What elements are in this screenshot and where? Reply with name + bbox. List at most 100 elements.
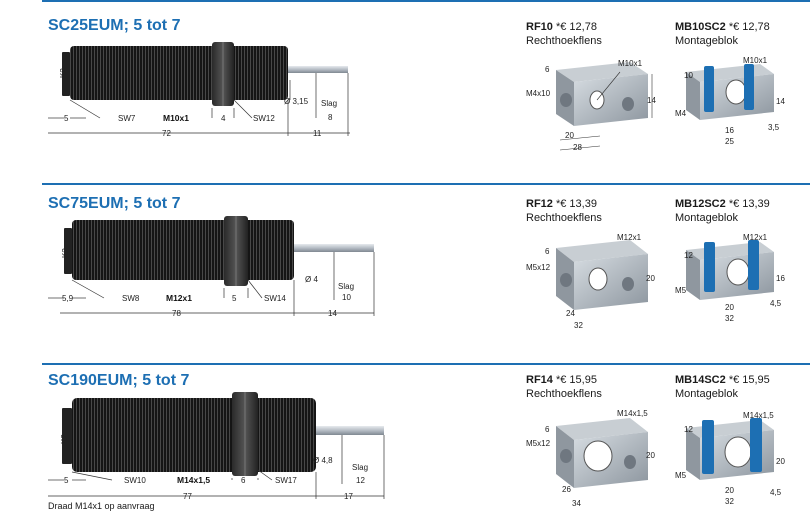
- flange-code: RF14 *€ 15,95: [526, 374, 597, 386]
- dim-total: 77: [183, 492, 192, 501]
- dim-slag-label: Slag: [352, 463, 368, 472]
- flange-w2: 28: [573, 143, 582, 152]
- flange-top: 6: [545, 247, 550, 256]
- block-w3: 4,5: [770, 488, 782, 497]
- dim-slag-label: Slag: [321, 99, 337, 108]
- flange-hole: M5x12: [526, 263, 551, 272]
- block-name: Montageblok: [675, 212, 738, 224]
- flange-w2: 32: [574, 321, 583, 330]
- section-divider: [42, 183, 810, 185]
- flange-rf10: [556, 62, 648, 126]
- block-w3: 4,5: [770, 299, 782, 308]
- dim-total: 72: [162, 129, 171, 138]
- flange-rf12: [556, 240, 648, 310]
- dim-d5: 5: [64, 114, 69, 123]
- block-code: MB12SC2 *€ 13,39: [675, 198, 770, 210]
- block-name: Montageblok: [675, 35, 738, 47]
- dim-diameter: Ø 4: [305, 275, 318, 284]
- flange-code: RF12 *€ 13,39: [526, 198, 597, 210]
- dim-diameter: Ø 4,8: [313, 456, 333, 465]
- block-left: 12: [684, 251, 693, 260]
- block-thread: M14x1,5: [743, 411, 774, 420]
- block-w1: 16: [725, 126, 734, 135]
- flange-name: Rechthoekflens: [526, 35, 602, 47]
- block-thread: M10x1: [743, 56, 768, 65]
- block-mb10sc2: [686, 64, 774, 120]
- flange-w2: 34: [572, 499, 581, 508]
- dim-nut: 4: [221, 114, 226, 123]
- section-divider: [42, 363, 810, 365]
- flange-height: 20: [646, 451, 655, 460]
- dim-rod-end: 11: [313, 129, 322, 138]
- section-title: SC75EUM; 5 tot 7: [48, 195, 181, 212]
- flange-height: 20: [646, 274, 655, 283]
- block-w2: 32: [725, 497, 734, 506]
- dim-slag-label: Slag: [338, 282, 354, 291]
- dim-total: 78: [172, 309, 181, 318]
- block-code: MB14SC2 *€ 15,95: [675, 374, 770, 386]
- block-mb14sc2: [686, 418, 774, 480]
- footnote: Draad M14x1 op aanvraag: [48, 501, 155, 511]
- flange-thread: M12x1: [617, 233, 642, 242]
- block-w1: 20: [725, 303, 734, 312]
- dim-diameter: Ø 3,15: [284, 97, 309, 106]
- shock-absorber-sc25: K2: [59, 42, 348, 106]
- block-thread: M12x1: [743, 233, 768, 242]
- dim-slag: 8: [328, 113, 333, 122]
- block-w3: 3,5: [768, 123, 780, 132]
- flange-w1: 26: [562, 485, 571, 494]
- block-w2: 25: [725, 137, 734, 146]
- block-height: 16: [776, 274, 785, 283]
- svg-text:K2: K2: [59, 68, 68, 78]
- flange-top: 6: [545, 425, 550, 434]
- dim-slag: 12: [356, 476, 365, 485]
- block-code: MB10SC2 *€ 12,78: [675, 21, 770, 33]
- flange-code: RF10 *€ 12,78: [526, 21, 597, 33]
- block-hole: M4: [675, 109, 687, 118]
- shock-absorber-sc75: K2: [61, 216, 374, 286]
- flange-hole: M4x10: [526, 89, 551, 98]
- block-height: 14: [776, 97, 785, 106]
- svg-text:K2: K2: [60, 434, 69, 444]
- section-divider: [42, 0, 810, 2]
- dim-thread: M10x1: [163, 113, 189, 123]
- dim-rod-end: 14: [328, 309, 337, 318]
- block-w2: 32: [725, 314, 734, 323]
- flange-thread: M10x1: [618, 59, 643, 68]
- block-left: 10: [684, 71, 693, 80]
- block-left: 12: [684, 425, 693, 434]
- dim-sw-body: SW7: [118, 114, 136, 123]
- dim-d5: 5,9: [62, 294, 74, 303]
- flange-top: 6: [545, 65, 550, 74]
- block-name: Montageblok: [675, 388, 738, 400]
- dim-thread: M12x1: [166, 293, 192, 303]
- flange-name: Rechthoekflens: [526, 388, 602, 400]
- section-title: SC25EUM; 5 tot 7: [48, 17, 181, 34]
- dim-sw-body: SW10: [124, 476, 146, 485]
- dim-thread: M14x1,5: [177, 475, 210, 485]
- dim-sw-nut: SW17: [275, 476, 297, 485]
- dim-nut: 6: [241, 476, 246, 485]
- flange-w1: 20: [565, 131, 574, 140]
- shock-absorber-sc190: K2: [60, 392, 384, 476]
- dim-sw-body: SW8: [122, 294, 140, 303]
- dim-rod-end: 17: [344, 492, 353, 501]
- block-w1: 20: [725, 486, 734, 495]
- flange-height: 14: [647, 96, 656, 105]
- dim-d5: 5: [64, 476, 69, 485]
- flange-hole: M5x12: [526, 439, 551, 448]
- flange-rf14: [556, 418, 648, 488]
- dim-sw-nut: SW12: [253, 114, 275, 123]
- flange-w1: 24: [566, 309, 575, 318]
- block-mb12sc2: [686, 240, 774, 300]
- dim-sw-nut: SW14: [264, 294, 286, 303]
- block-hole: M5: [675, 471, 687, 480]
- block-hole: M5: [675, 286, 687, 295]
- svg-text:K2: K2: [61, 248, 70, 258]
- block-height: 20: [776, 457, 785, 466]
- flange-thread: M14x1,5: [617, 409, 648, 418]
- dim-nut: 5: [232, 294, 237, 303]
- flange-name: Rechthoekflens: [526, 212, 602, 224]
- section-title: SC190EUM; 5 tot 7: [48, 372, 190, 389]
